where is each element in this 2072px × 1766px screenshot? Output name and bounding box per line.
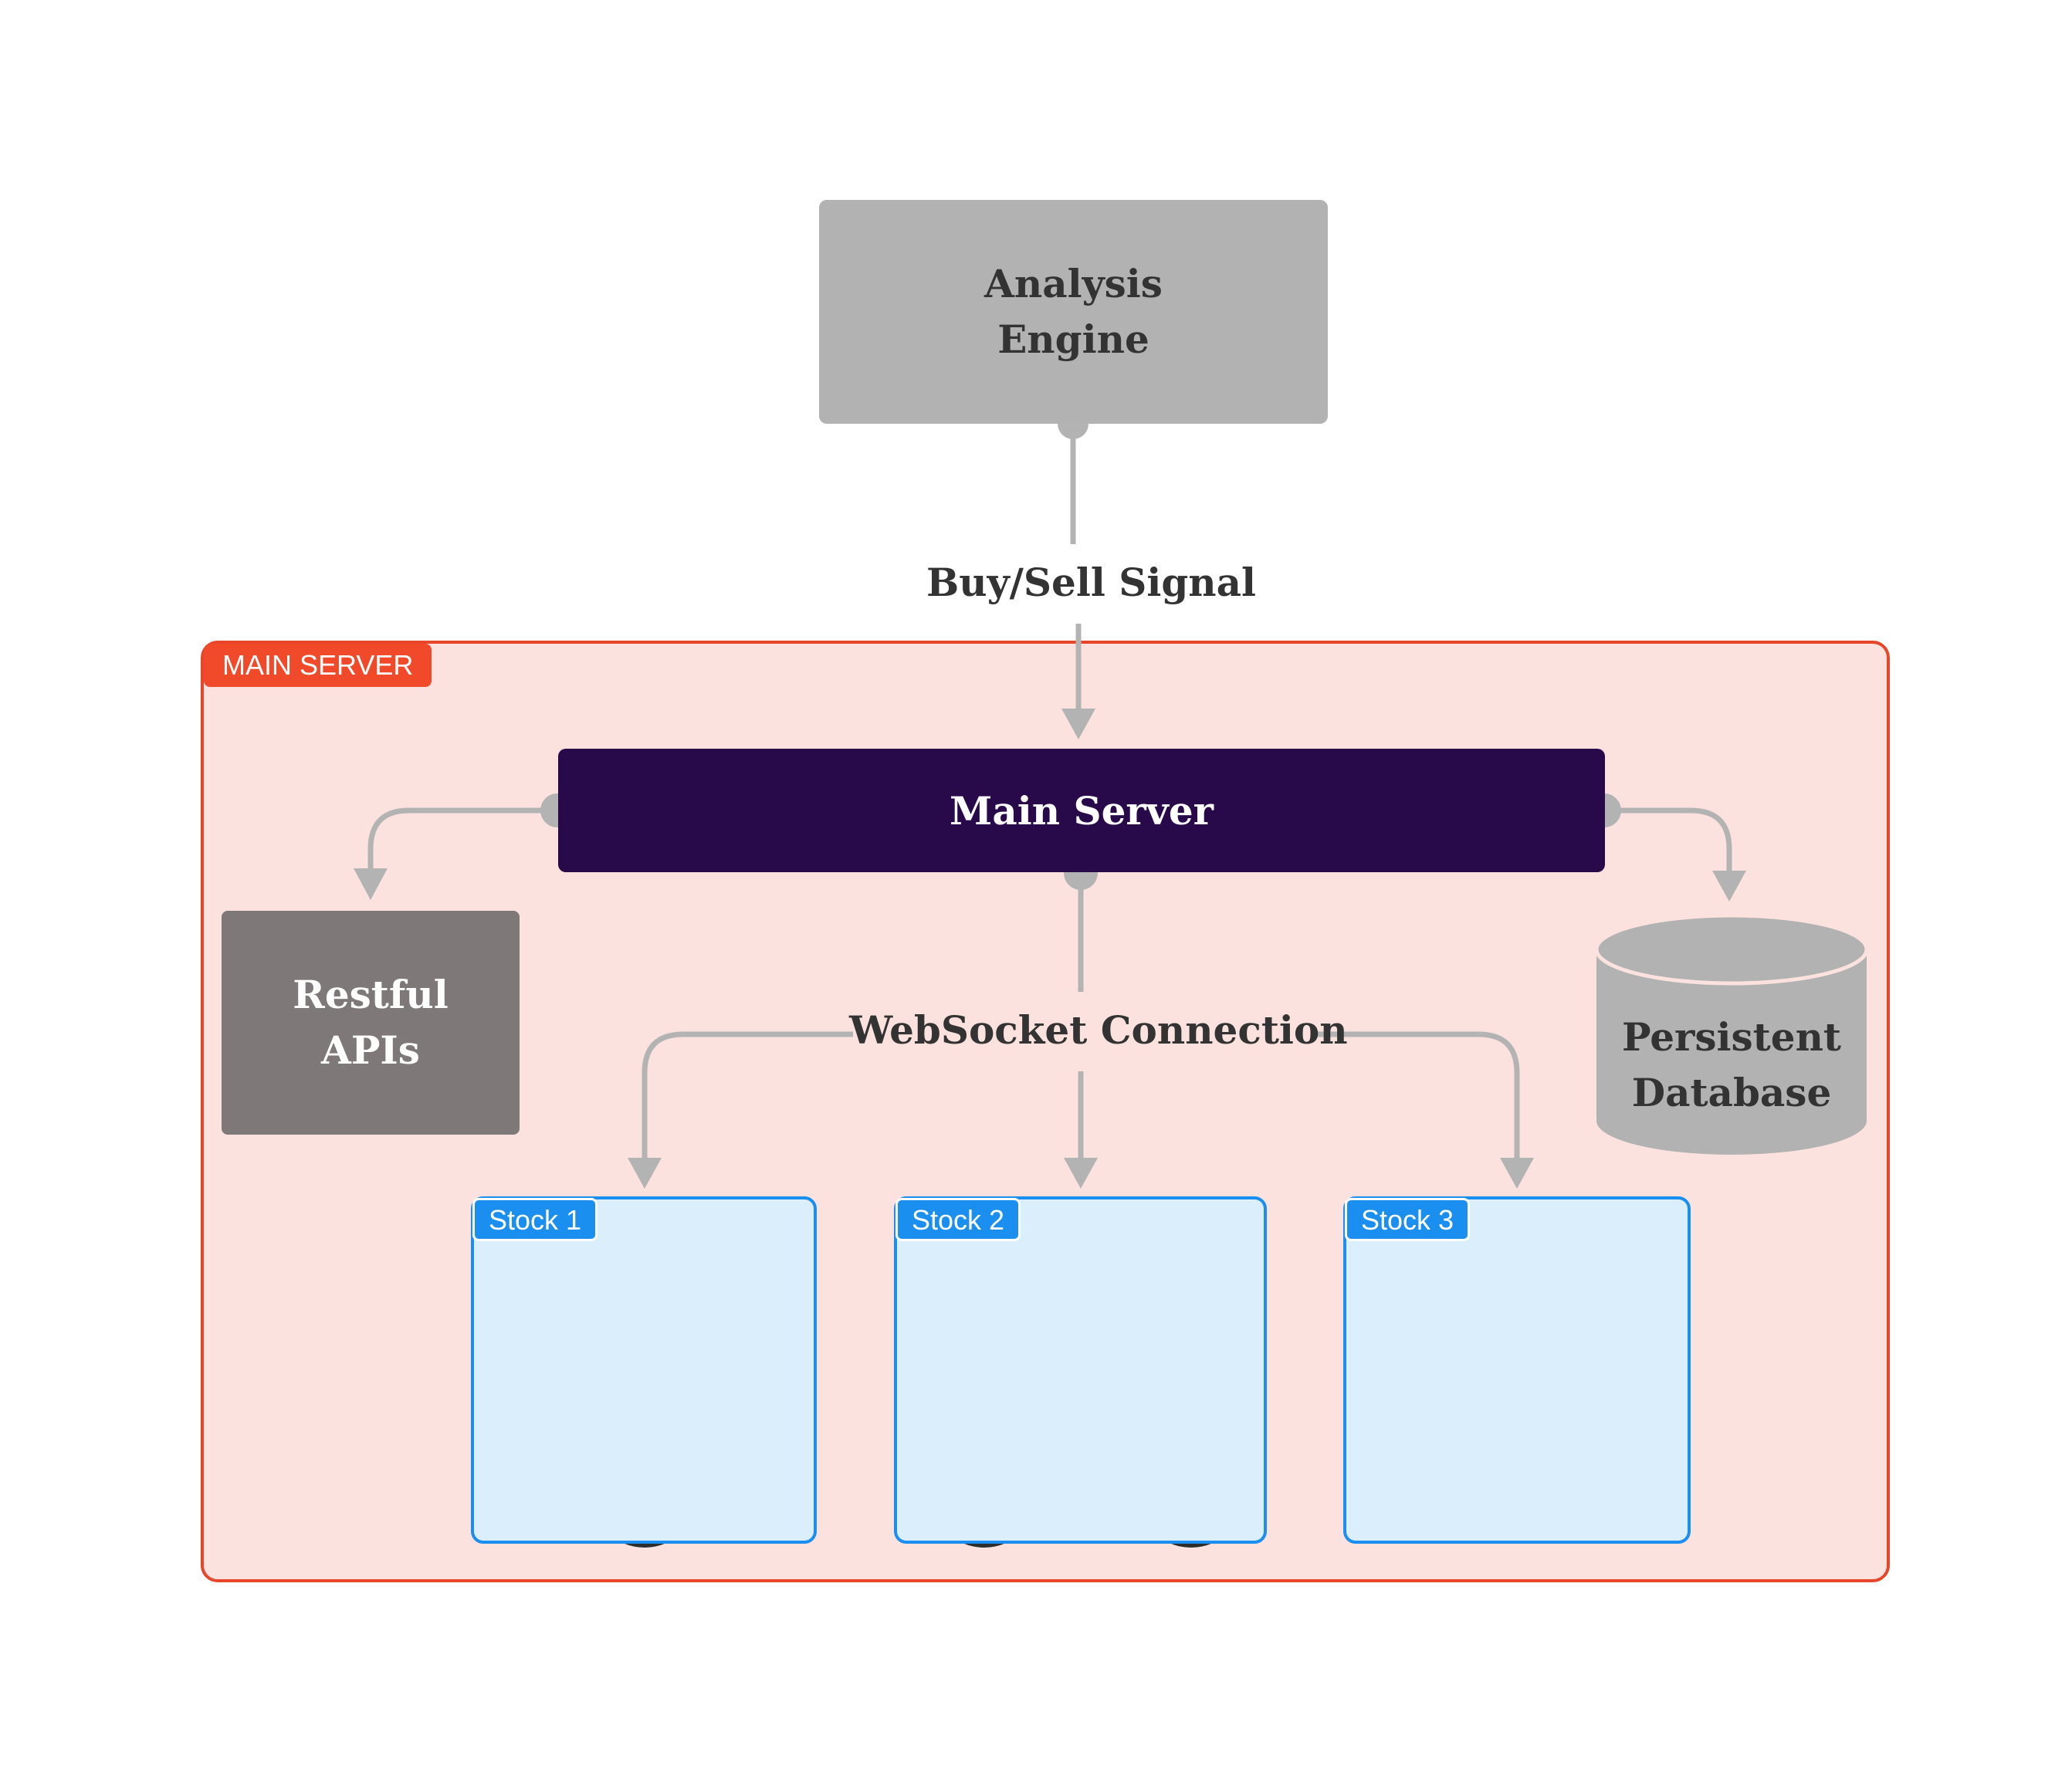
main-server-label: Main Server: [950, 787, 1214, 834]
restful-apis-label: Restful APIs: [293, 972, 449, 1073]
restful-apis-node: Restful APIs: [222, 911, 520, 1135]
websocket-connector: [628, 856, 1534, 1189]
stock-box-1: [471, 1196, 817, 1544]
websocket-label: WebSocket Connection: [849, 1007, 1348, 1053]
database-connector: [1587, 793, 1746, 902]
analysis-engine-node: Analysis Engine: [819, 200, 1328, 424]
group-label: MAIN SERVER: [204, 644, 432, 687]
stock-label-3: Stock 3: [1345, 1198, 1471, 1241]
main-server-node: Main Server: [558, 749, 1605, 872]
persistent-database-node: Persistent Database: [1596, 988, 1867, 1142]
stock-label-2: Stock 2: [895, 1198, 1021, 1241]
database-icon: [1594, 913, 1869, 1155]
stock-label-1: Stock 1: [472, 1198, 598, 1241]
signal-label: Buy/Sell Signal: [926, 560, 1257, 605]
stock-box-3: [1343, 1196, 1691, 1544]
persistent-database-label: Persistent Database: [1621, 1014, 1842, 1115]
analysis-engine-label: Analysis Engine: [984, 261, 1163, 362]
stock-box-2: [894, 1196, 1267, 1544]
restful-connector: [354, 793, 574, 900]
